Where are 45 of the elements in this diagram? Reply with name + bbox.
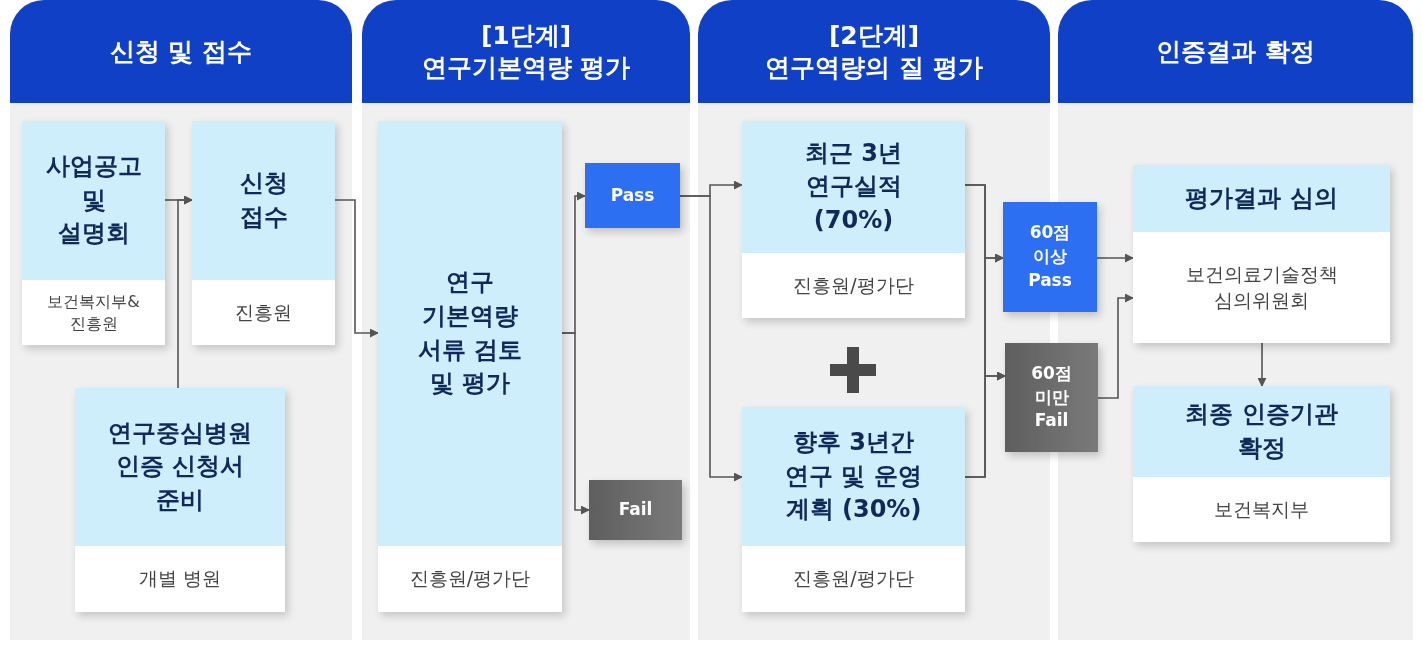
column-title: 연구역량의 질 평가	[765, 51, 983, 83]
responsible-party: 보건복지부	[1214, 496, 1309, 522]
arrow	[561, 332, 590, 515]
pass-box	[585, 163, 680, 228]
fail-box	[1005, 343, 1098, 452]
responsible-party: 진흥원/평가단	[793, 272, 914, 298]
process-card	[742, 407, 965, 612]
column-title: [1단계]	[480, 20, 572, 52]
responsible-party: 보건의료기술정책 심의위원회	[1184, 261, 1339, 313]
process-card	[1133, 165, 1390, 343]
arrow	[964, 371, 1006, 478]
result-text: 60점 이상 Pass	[1027, 221, 1073, 292]
step-title: 신청 접수	[238, 167, 289, 233]
column-title: 신청 및 접수	[109, 35, 253, 68]
step-title: 평가결과 심의	[1184, 182, 1339, 214]
result-text: Pass	[610, 183, 655, 207]
step-title: 향후 3년간 연구 및 운영 계획 (30%)	[784, 427, 923, 526]
process-card	[22, 121, 165, 345]
step-title: 연구 기본역량 서류 검토 및 평가	[416, 267, 524, 400]
pass-box	[1003, 202, 1097, 312]
arrow	[177, 195, 193, 389]
responsible-party: 진흥원/평가단	[793, 566, 914, 592]
column-title: 인증결과 확정	[1156, 35, 1315, 68]
responsible-party: 보건복지부& 진흥원	[46, 290, 141, 335]
step-title: 연구중심병원 인증 신청서 준비	[107, 417, 253, 516]
arrow	[1096, 253, 1134, 263]
step-title: 최근 3년 연구실적 (70%)	[803, 137, 904, 236]
arrow	[1257, 342, 1267, 387]
result-text: 60점 미만 Fail	[1030, 361, 1073, 433]
process-card	[1133, 386, 1390, 542]
arrow	[1097, 293, 1134, 399]
step-title: 사업공고 및 설명회	[44, 151, 143, 250]
responsible-party: 진흥원/평가단	[409, 566, 531, 592]
arrow	[334, 199, 379, 338]
process-card	[192, 121, 335, 345]
column-title: 연구기본역량 평가	[421, 51, 631, 83]
result-text: Fail	[618, 498, 653, 522]
step-title: 최종 인증기관 확정	[1184, 398, 1339, 464]
responsible-party: 진흥원	[235, 299, 292, 325]
arrow	[679, 195, 743, 482]
fail-box	[589, 480, 682, 540]
column-title: [2단계]	[828, 20, 920, 52]
responsible-party: 개별 병원	[138, 566, 221, 592]
process-card	[742, 121, 965, 318]
process-card	[75, 388, 285, 612]
